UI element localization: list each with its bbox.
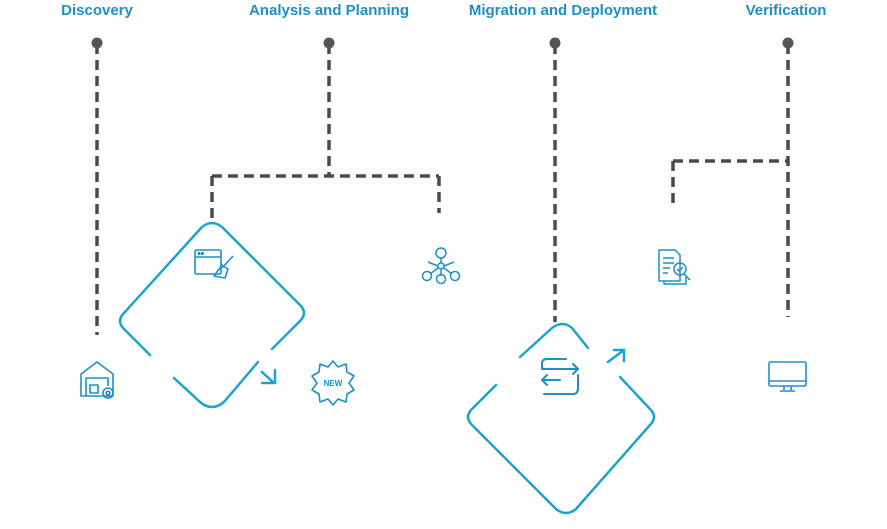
org-network-icon — [421, 247, 461, 285]
report-check-icon — [658, 249, 691, 285]
monitor-icon — [768, 361, 807, 392]
phase-title-verification: Verification — [745, 2, 827, 19]
connector-verification — [671, 44, 790, 317]
loop-migration-deployment — [466, 322, 656, 515]
loop-arrow-analysis-planning — [260, 368, 277, 385]
phase-title-migration-deployment: Migration and Deployment — [468, 2, 658, 19]
phase-title-discovery: Discovery — [61, 2, 133, 19]
pin-discovery — [91, 37, 103, 49]
loop-analysis-planning — [118, 221, 306, 409]
pin-migration-deployment — [549, 37, 561, 49]
new-badge-icon — [311, 360, 355, 406]
connector-analysis-planning — [210, 44, 441, 222]
sync-arrows-icon — [541, 358, 579, 395]
warehouse-gear-icon — [80, 361, 114, 399]
pin-verification — [782, 37, 794, 49]
pin-analysis-planning — [323, 37, 335, 49]
new-badge-text: NEW — [324, 379, 343, 388]
loop-arrow-migration-deployment — [606, 348, 626, 364]
phase-title-analysis-planning: Analysis and Planning — [248, 2, 410, 19]
browser-broom-icon — [194, 249, 234, 279]
